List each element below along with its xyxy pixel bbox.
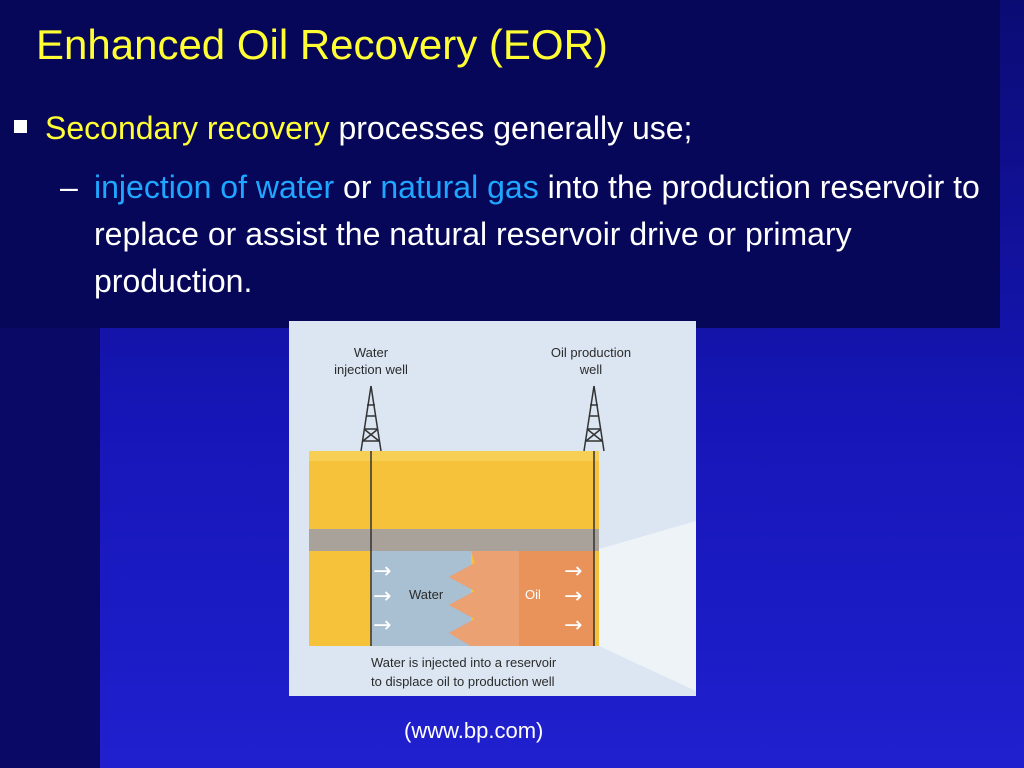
production-label-1: Oil production [551, 345, 631, 360]
sub-bullet-dash: – [60, 169, 78, 205]
sub-text-rest: into the production reservoir to replace… [94, 169, 980, 299]
header-band [0, 0, 1000, 328]
production-label-2: well [579, 362, 603, 377]
bullet-highlight: Secondary recovery [45, 110, 330, 146]
light-wedge [599, 521, 696, 691]
bullet-rest: processes generally use; [329, 110, 693, 146]
sub-text-or: or [334, 169, 381, 205]
oil-front [449, 551, 519, 646]
oil-arrow-icon: → [564, 613, 582, 638]
sub-highlight-water: injection of water [94, 169, 335, 205]
eor-diagram: Water injection well Oil production well… [289, 321, 696, 696]
oil-arrow-icon: → [564, 584, 582, 609]
injection-label-1: Water [354, 345, 389, 360]
water-arrow-icon: → [373, 584, 391, 609]
slide-title: Enhanced Oil Recovery (EOR) [36, 21, 608, 68]
production-derrick-icon [583, 385, 605, 452]
water-arrow-icon: → [373, 613, 391, 638]
diagram-caption-1: Water is injected into a reservoir [371, 655, 557, 670]
injection-derrick-icon [360, 385, 382, 452]
left-strip [0, 328, 100, 768]
cap-rock-layer [309, 529, 599, 551]
source-credit: (www.bp.com) [404, 718, 544, 743]
eor-diagram-svg: Water injection well Oil production well… [289, 321, 696, 696]
bullet-square-icon [14, 120, 27, 134]
upper-rock-layer [309, 451, 599, 529]
diagram-caption-2: to displace oil to production well [371, 674, 555, 689]
sub-bullet-text: injection of water or natural gas into t… [60, 164, 990, 305]
oil-arrow-icon: → [564, 559, 582, 584]
sub-highlight-gas: natural gas [380, 169, 539, 205]
water-zone-label: Water [409, 587, 444, 602]
upper-rock-highlight [309, 451, 599, 461]
water-arrow-icon: → [373, 559, 391, 584]
bullet-line: Secondary recovery processes generally u… [14, 108, 692, 148]
sub-bullet: – injection of water or natural gas into… [60, 164, 990, 305]
injection-label-2: injection well [334, 362, 408, 377]
oil-zone-label: Oil [525, 587, 541, 602]
